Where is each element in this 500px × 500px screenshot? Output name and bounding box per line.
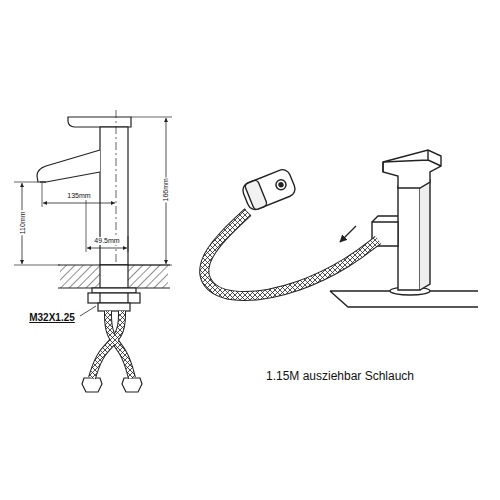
hose-end-nut [82,378,102,392]
countertop [60,265,168,288]
pull-arrow [340,226,356,242]
drawing-stroke [42,183,43,207]
side-view [14,110,172,392]
washer [92,288,136,293]
braided-hose [204,212,378,296]
drawing-stroke [87,248,127,249]
body-side [420,180,430,290]
spout [37,150,100,182]
spout-outlet [40,181,46,182]
faucet-body [398,186,420,290]
dimension-label: 49.5mm [93,237,120,245]
drawing-stroke [99,293,100,303]
drawing-stroke [244,179,267,210]
handle-lever [68,117,131,127]
drawing-stroke [86,200,87,252]
spray-head [241,167,298,212]
dimension-label: 166mm [162,177,170,202]
extension-lines [14,117,172,265]
perspective-view [241,150,478,307]
drawing-stroke [127,293,128,303]
handle-edges [383,150,441,172]
hose-outline [204,212,378,296]
handle-lever [383,150,441,188]
drawing-stroke [131,117,172,118]
drawing-stroke [14,265,60,266]
dimension-lines [22,118,166,264]
drawing-stroke [14,182,38,183]
drawing-stroke [128,236,129,252]
spout-top [372,216,398,222]
thread-label: M32X1.25 [28,312,76,323]
drawing-stroke [43,203,115,204]
hose-end-nut [122,378,142,392]
hose-caption: 1.15M ausziehbar Schlauch [265,370,415,383]
hoses [92,212,378,378]
drawing-stroke [274,178,287,191]
dimension-label: 110mm [18,211,26,236]
drawing-stroke [278,182,283,187]
braided-hose [92,311,122,378]
mounting-nut [88,293,140,303]
drawing-stroke [241,167,298,212]
threaded-stud [98,303,130,311]
leader-line [80,306,96,316]
shank [100,265,128,288]
dimension-label: 135mm [66,192,91,200]
